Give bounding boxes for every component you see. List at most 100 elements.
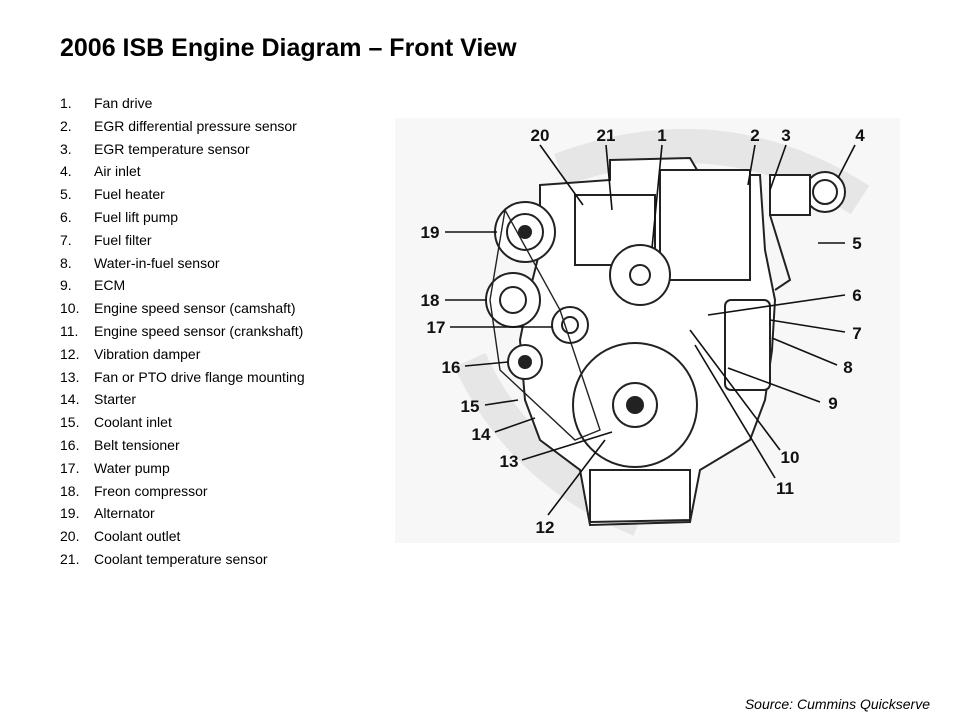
leader-line [769,144,787,191]
leader-line [747,144,756,186]
item-number: 19. [60,505,80,522]
leader-line [771,337,838,366]
list-item: 13.Fan or PTO drive flange mounting [60,366,305,389]
item-label: Engine speed sensor (camshaft) [94,300,296,317]
item-number: 2. [60,117,72,134]
item-number: 14. [60,391,80,408]
slide-title: 2006 ISB Engine Diagram – Front View [60,34,517,62]
callout-12: 12 [536,518,555,537]
callout-labels: 20 21 1 2 3 4 19 5 18 6 17 7 16 8 15 9 1… [421,126,866,537]
item-number: 11. [60,322,79,339]
source-credit: Source: Cummins Quickserve [744,696,930,712]
item-number: 5. [60,186,72,203]
item-label: Water-in-fuel sensor [94,254,220,271]
callout-8: 8 [843,358,852,377]
callout-3: 3 [781,126,790,145]
leader-line [727,367,821,403]
list-item: 8. Water-in-fuel sensor [60,252,305,275]
list-item: 11. Engine speed sensor (crankshaft) [60,320,305,343]
list-item: 19. Alternator [60,502,305,525]
callout-20: 20 [531,126,550,145]
list-item: 10. Engine speed sensor (camshaft) [60,297,305,320]
engine-front-view-diagram: 20 21 1 2 3 4 19 5 18 6 17 7 16 8 15 9 1… [395,118,900,543]
item-number: 9. [60,277,72,294]
item-label: Starter [94,391,137,408]
item-number: 12. [60,345,80,362]
callout-11: 11 [776,479,794,498]
callout-14: 14 [472,425,491,444]
list-item: 21. Coolant temperature sensor [60,548,305,571]
item-label: Fuel filter [94,231,152,248]
item-label: Alternator [94,505,155,522]
leader-line [494,417,536,433]
callout-19: 19 [421,223,440,242]
leader-line [707,294,846,316]
callout-4: 4 [855,126,865,145]
item-number: 3. [60,140,72,157]
callout-16: 16 [442,358,461,377]
engine-drawing [485,156,846,527]
item-label: Vibration damper [94,345,201,362]
item-label: Fuel heater [94,186,165,203]
leader-line [769,319,846,333]
list-item: 9. ECM [60,274,305,297]
item-label: Fan drive [94,95,153,111]
leader-line [547,439,606,516]
list-item: 5. Fuel heater [60,183,305,206]
item-label: Coolant temperature sensor [94,550,268,567]
leader-line [694,344,776,479]
list-item: 3. EGR temperature sensor [60,138,305,161]
item-label: Freon compressor [94,482,208,499]
parts-list: 1.Fan drive 2. EGR differential pressure … [60,92,305,571]
leader-line [837,144,856,179]
item-label: Water pump [94,459,170,476]
callout-6: 6 [852,286,861,305]
item-label: EGR temperature sensor [94,140,250,157]
leader-lines [445,144,856,516]
list-item: 7. Fuel filter [60,229,305,252]
callout-21: 21 [597,126,616,145]
list-item: 17. Water pump [60,457,305,480]
leader-line [605,144,613,211]
item-number: 10. [60,300,80,317]
item-label: Coolant inlet [94,414,172,431]
callout-5: 5 [852,234,861,253]
item-label: Engine speed sensor (crankshaft) [94,322,304,339]
item-label: EGR differential pressure sensor [94,117,297,134]
callout-2: 2 [750,126,759,145]
list-item: 15. Coolant inlet [60,411,305,434]
item-number: 4. [60,163,72,180]
callout-17: 17 [427,318,446,337]
leader-line [651,144,663,249]
list-item: 12. Vibration damper [60,343,305,366]
item-label: Fuel lift pump [94,208,179,225]
item-number: 21. [60,550,80,567]
item-number: 16. [60,436,80,453]
leader-line [689,329,781,451]
leader-line [464,361,509,367]
list-item: 20.Coolant outlet [60,525,305,548]
list-item: 1.Fan drive [60,92,305,115]
item-label: Fan or PTO drive flange mounting [94,368,305,385]
leader-line [484,399,519,406]
item-number: 6. [60,208,72,225]
list-item: 18. Freon compressor [60,480,305,503]
item-number: 7. [60,231,72,248]
callout-10: 10 [781,448,800,467]
callout-18: 18 [421,291,440,310]
item-number: 18. [60,482,80,499]
item-label: Coolant outlet [94,528,181,545]
callout-9: 9 [828,394,837,413]
callout-15: 15 [461,397,480,416]
item-label: ECM [94,277,126,294]
list-item: 2. EGR differential pressure sensor [60,115,305,138]
item-number: 8. [60,254,72,271]
callout-13: 13 [500,452,519,471]
item-number: 15. [60,414,80,431]
item-number: 17. [60,459,80,476]
callout-7: 7 [852,324,861,343]
list-item: 16.Belt tensioner [60,434,305,457]
leader-line [539,144,584,206]
leader-line [521,431,613,461]
list-item: 14. Starter [60,388,305,411]
